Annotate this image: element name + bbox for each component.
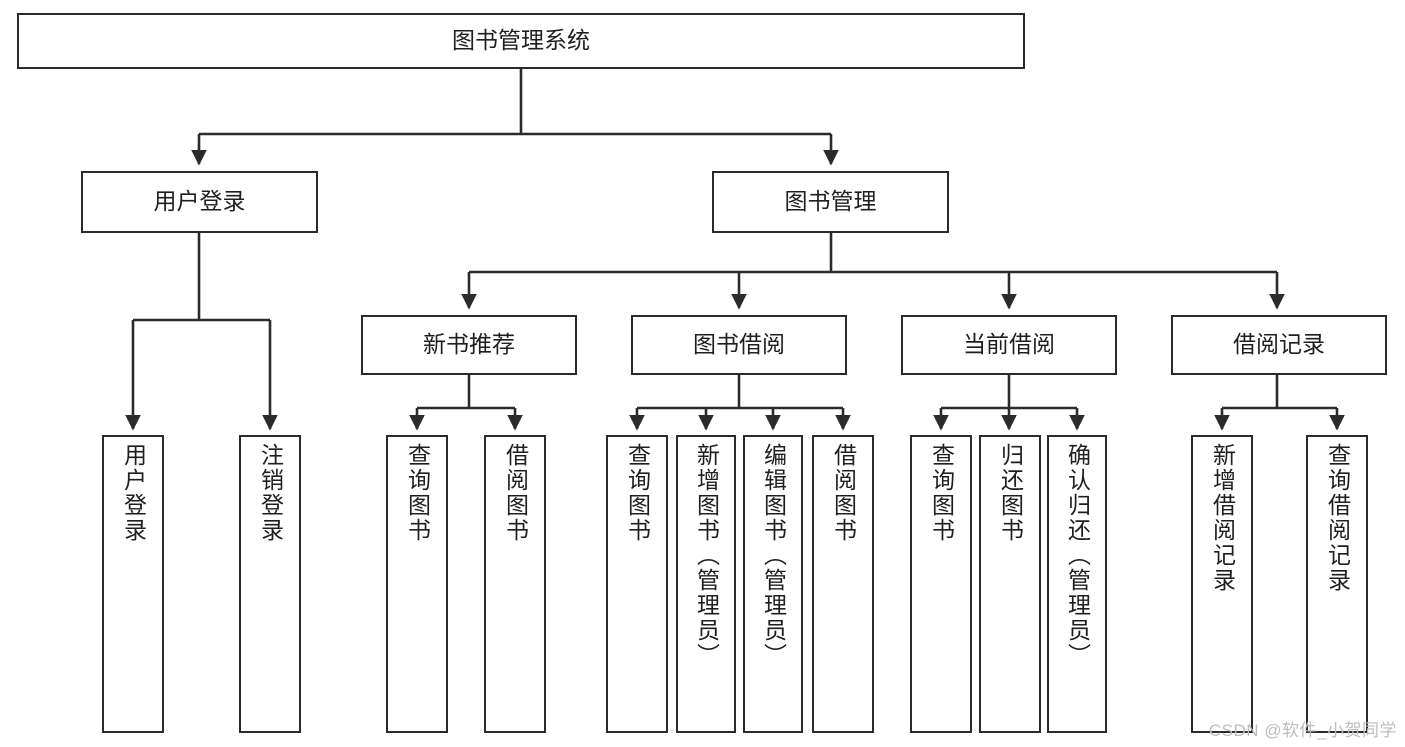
node-leaf-return-book[interactable]: 归还图书 xyxy=(979,435,1041,733)
node-leaf-logout[interactable]: 注销登录 xyxy=(239,435,301,733)
node-borrow-record[interactable]: 借阅记录 xyxy=(1171,315,1387,375)
node-leaf-add-book-label: 新增图书（管理员） xyxy=(693,443,720,668)
node-leaf-edit-book[interactable]: 编辑图书（管理员） xyxy=(743,435,803,733)
node-new-book-recommend-label: 新书推荐 xyxy=(423,331,515,358)
node-book-manage-label: 图书管理 xyxy=(784,188,877,215)
node-leaf-confirm-return-label: 确认归还（管理员） xyxy=(1064,443,1091,668)
node-leaf-confirm-return[interactable]: 确认归还（管理员） xyxy=(1047,435,1107,733)
node-leaf-borrow-book-1[interactable]: 借阅图书 xyxy=(484,435,546,733)
node-leaf-user-login[interactable]: 用户登录 xyxy=(102,435,164,733)
node-leaf-query-book-2-label: 查询图书 xyxy=(624,443,651,543)
node-leaf-query-book-3[interactable]: 查询图书 xyxy=(910,435,972,733)
node-new-book-recommend[interactable]: 新书推荐 xyxy=(361,315,577,375)
node-leaf-edit-book-label: 编辑图书（管理员） xyxy=(760,443,787,668)
node-user-login[interactable]: 用户登录 xyxy=(81,171,318,233)
node-leaf-query-book-1-label: 查询图书 xyxy=(404,443,431,543)
node-leaf-add-book[interactable]: 新增图书（管理员） xyxy=(676,435,736,733)
node-borrow-record-label: 借阅记录 xyxy=(1233,331,1325,358)
node-leaf-query-book-1[interactable]: 查询图书 xyxy=(386,435,448,733)
node-book-borrow-label: 图书借阅 xyxy=(693,331,785,358)
node-leaf-logout-label: 注销登录 xyxy=(257,443,284,543)
node-leaf-query-book-2[interactable]: 查询图书 xyxy=(606,435,668,733)
node-leaf-add-record[interactable]: 新增借阅记录 xyxy=(1191,435,1253,733)
node-leaf-add-record-label: 新增借阅记录 xyxy=(1209,443,1236,593)
node-user-login-label: 用户登录 xyxy=(153,188,246,215)
node-leaf-user-login-label: 用户登录 xyxy=(120,443,147,543)
node-root-label: 图书管理系统 xyxy=(452,27,590,54)
node-leaf-query-record-label: 查询借阅记录 xyxy=(1324,443,1351,593)
node-leaf-return-book-label: 归还图书 xyxy=(997,443,1024,543)
node-leaf-query-record[interactable]: 查询借阅记录 xyxy=(1306,435,1368,733)
node-leaf-query-book-3-label: 查询图书 xyxy=(928,443,955,543)
node-current-borrow-label: 当前借阅 xyxy=(963,331,1055,358)
node-leaf-borrow-book-2[interactable]: 借阅图书 xyxy=(812,435,874,733)
node-book-borrow[interactable]: 图书借阅 xyxy=(631,315,847,375)
node-book-manage[interactable]: 图书管理 xyxy=(712,171,949,233)
node-current-borrow[interactable]: 当前借阅 xyxy=(901,315,1117,375)
node-leaf-borrow-book-2-label: 借阅图书 xyxy=(830,443,857,543)
node-leaf-borrow-book-1-label: 借阅图书 xyxy=(502,443,529,543)
csdn-watermark: CSDN @软件_小贺同学 xyxy=(1208,721,1397,740)
node-root[interactable]: 图书管理系统 xyxy=(17,13,1025,69)
